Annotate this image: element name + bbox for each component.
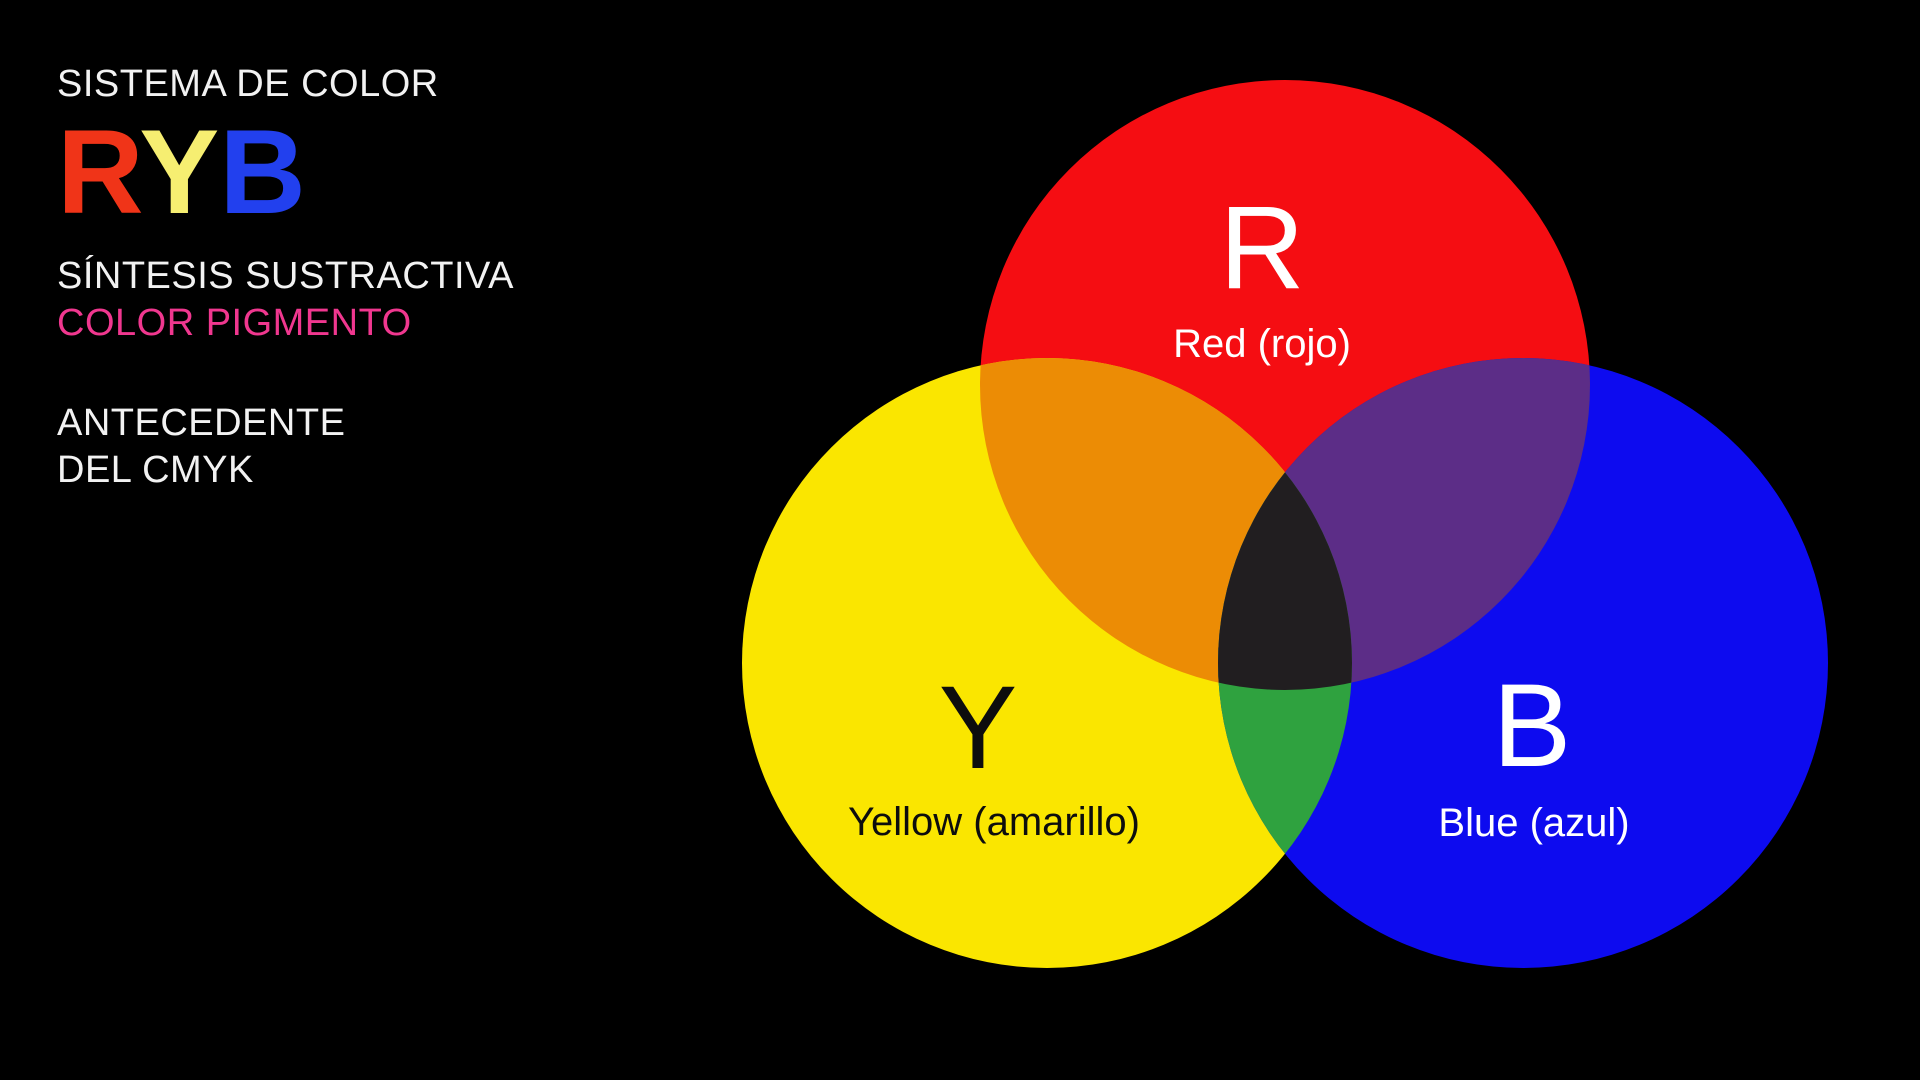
eyebrow-title: SISTEMA DE COLOR: [57, 63, 439, 105]
acronym-letter-r: R: [57, 105, 140, 239]
yellow-circle-letter: Y: [939, 662, 1018, 794]
red-circle-label: Red (rojo): [1173, 322, 1351, 366]
note-del-cmyk: DEL CMYK: [57, 449, 254, 491]
subtitle-pigmento: COLOR PIGMENTO: [57, 302, 412, 344]
subtitle-sintesis: SÍNTESIS SUSTRACTIVA: [57, 255, 514, 297]
red-circle-letter: R: [1219, 182, 1304, 314]
ryb-acronym: RYB: [57, 112, 306, 232]
blue-circle-label: Blue (azul): [1438, 801, 1629, 845]
blue-circle-letter: B: [1493, 660, 1572, 792]
acronym-letter-b: B: [219, 105, 306, 239]
acronym-letter-y: Y: [139, 105, 220, 239]
yellow-circle-label: Yellow (amarillo): [848, 800, 1140, 844]
note-antecedente: ANTECEDENTE: [57, 402, 346, 444]
